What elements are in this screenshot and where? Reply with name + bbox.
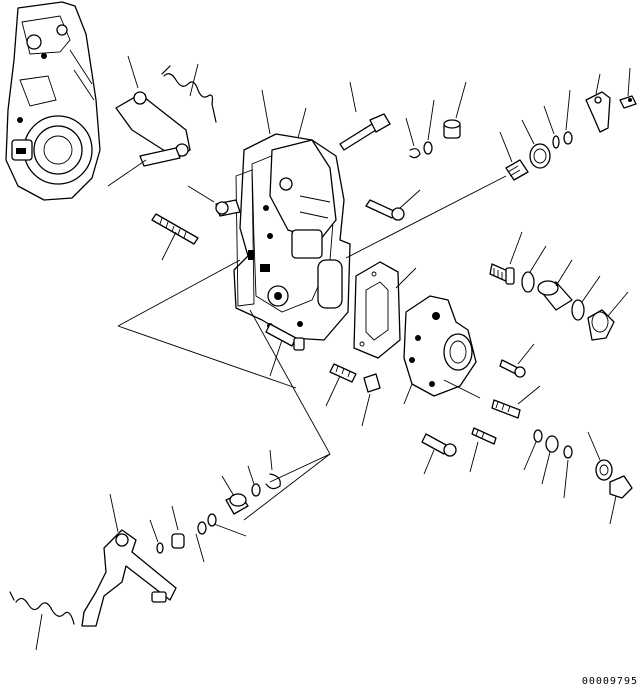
nut-part: [545, 435, 559, 453]
spacer-sleeve-part: [537, 280, 573, 311]
washer-part: [563, 445, 573, 459]
leader-line: [325, 375, 341, 407]
seal-washer-part: [521, 271, 535, 293]
leader-line: [171, 505, 179, 531]
leader-line: [455, 81, 467, 119]
cover-part: [403, 295, 477, 397]
washer-part: [207, 513, 217, 527]
bracket-part: [585, 91, 611, 133]
leader-line: [555, 259, 573, 287]
leader-line: [247, 465, 255, 485]
drawing-reference-number: 00009795: [581, 676, 638, 687]
leader-line: [607, 291, 629, 317]
bracket-screw-part: [619, 95, 637, 109]
end-cap-part: [609, 475, 633, 499]
bolt-part: [421, 433, 457, 457]
screw-part: [499, 359, 526, 378]
leader-line: [609, 495, 617, 525]
long-bolt-part: [339, 113, 391, 151]
leader-line: [261, 89, 271, 135]
leader-line: [213, 523, 247, 537]
leader-line: [543, 105, 555, 135]
cover-bolt-part: [471, 427, 497, 445]
lock-nut-part: [529, 143, 551, 169]
leader-line: [541, 451, 551, 485]
o-ring-part: [251, 483, 261, 497]
leader-line: [349, 81, 357, 113]
leader-line: [443, 379, 481, 399]
leader-line: [107, 159, 147, 187]
leader-line: [627, 67, 631, 97]
leader-line: [565, 89, 571, 131]
leader-line: [427, 99, 435, 141]
leader-line: [395, 267, 417, 289]
leader-line: [161, 231, 177, 261]
cover-bolt-part: [491, 399, 521, 419]
gasket-part: [353, 261, 401, 359]
adjusting-screw-part: [505, 159, 529, 181]
leader-line: [517, 385, 541, 405]
leader-line: [595, 73, 601, 95]
washer-part: [552, 135, 560, 149]
stop-screw-part: [489, 263, 515, 285]
washer-part: [533, 429, 543, 443]
leader-line: [345, 175, 507, 259]
e-clip-part: [409, 148, 421, 159]
leader-line: [529, 245, 547, 273]
lower-return-spring: [9, 591, 75, 625]
leader-line: [149, 519, 159, 543]
housing-stud-part: [329, 363, 357, 383]
washer-part: [197, 521, 207, 535]
pump-housing-part: [5, 1, 101, 201]
bushing-part: [225, 493, 249, 515]
lower-e-clip-part: [265, 473, 281, 490]
leader-line: [523, 441, 537, 471]
leader-line: [405, 117, 415, 147]
washer-part: [156, 542, 164, 554]
leader-line: [423, 449, 435, 475]
leader-line: [499, 131, 513, 163]
lower-bushing-part: [171, 533, 185, 549]
leader-line: [35, 613, 43, 651]
housing-bolt-part: [265, 323, 305, 351]
leader-line: [581, 275, 601, 303]
leader-line: [195, 533, 205, 563]
lower-lever-part: [81, 529, 177, 627]
leader-line: [587, 431, 601, 461]
assembly-guide-line: [117, 259, 331, 521]
leader-line: [521, 119, 535, 145]
upper-lever-part: [115, 55, 191, 167]
leader-line: [221, 475, 235, 497]
leader-line: [269, 449, 273, 471]
leader-line: [297, 107, 307, 139]
governor-housing-part: [233, 133, 351, 341]
nut-part: [363, 373, 381, 393]
washer-part: [563, 131, 573, 145]
leader-line: [187, 185, 215, 203]
leader-line: [109, 493, 119, 533]
leader-line: [469, 441, 479, 473]
plug-part: [443, 119, 461, 139]
leader-line: [517, 343, 535, 365]
screw-part: [365, 199, 405, 221]
leader-line: [399, 189, 421, 209]
leader-line: [509, 231, 523, 265]
cap-nut-part: [587, 309, 615, 341]
upper-return-spring: [161, 63, 217, 123]
o-ring-part: [423, 141, 433, 155]
seal-part: [595, 459, 613, 481]
small-bolt-part: [215, 199, 241, 217]
leader-line: [563, 459, 569, 499]
leader-line: [403, 383, 413, 405]
leader-line: [361, 393, 371, 427]
o-ring-part: [571, 299, 585, 321]
stud-bolt-part: [151, 213, 199, 245]
leader-line: [269, 339, 283, 377]
